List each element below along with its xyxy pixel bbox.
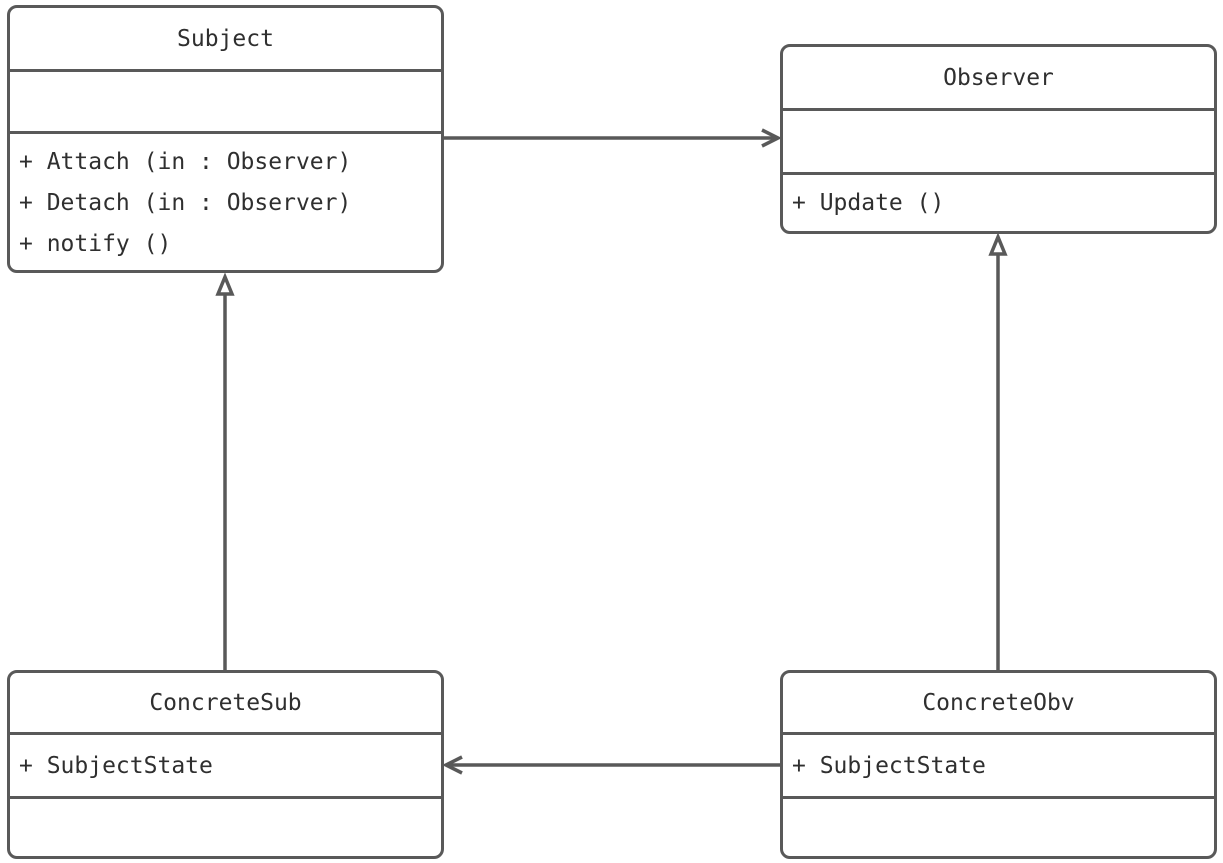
subject-observer-arrowhead (761, 128, 782, 148)
attributes-section: + SubjectState (783, 735, 1214, 799)
attribute: + SubjectState (19, 753, 213, 779)
class-subject[interactable]: Subject + Attach (in : Observer) + Detac… (7, 5, 444, 273)
operations-section: + Update () (783, 175, 1214, 224)
class-concretesub[interactable]: ConcreteSub + SubjectState (7, 670, 444, 859)
class-concreteobv[interactable]: ConcreteObv + SubjectState (780, 670, 1217, 859)
class-name: Observer (783, 47, 1214, 111)
attributes-section (783, 111, 1214, 175)
subject-generalization-triangle (215, 272, 235, 296)
attribute: + SubjectState (792, 753, 986, 779)
operation: + notify () (19, 231, 172, 257)
class-name: ConcreteObv (783, 673, 1214, 735)
attributes-section: + SubjectState (10, 735, 441, 799)
class-name: Subject (10, 8, 441, 72)
concretesub-arrowhead (442, 755, 463, 775)
observer-generalization-triangle (988, 232, 1008, 256)
class-observer[interactable]: Observer + Update () (780, 44, 1217, 234)
operations-section (783, 799, 1214, 856)
operations-section (10, 799, 441, 856)
class-name: ConcreteSub (10, 673, 441, 735)
operations-section: + Attach (in : Observer) + Detach (in : … (10, 134, 441, 265)
operation: + Attach (in : Observer) (19, 149, 352, 175)
attributes-section (10, 72, 441, 134)
operation: + Detach (in : Observer) (19, 190, 352, 216)
operation: + Update () (792, 190, 945, 216)
